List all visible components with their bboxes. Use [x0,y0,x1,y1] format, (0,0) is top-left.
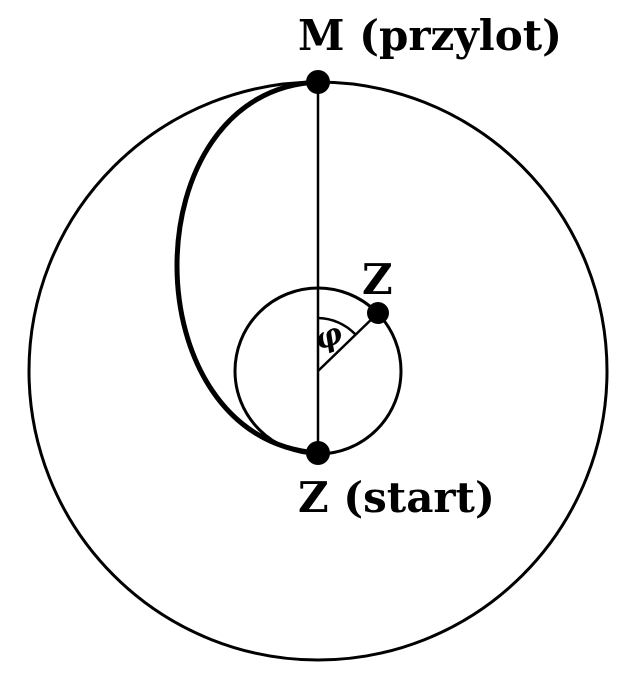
earth-current-point [367,302,389,324]
arrival-point [306,70,330,94]
start-point [306,441,330,465]
earth-current-label: Z [362,255,393,304]
angle-arc [317,316,356,335]
angle-label: φ [310,316,347,358]
start-label: Z (start) [298,473,495,522]
arrival-label: M (przylot) [298,11,562,60]
transfer-trajectory [174,79,319,456]
earth-position-line [317,312,379,372]
